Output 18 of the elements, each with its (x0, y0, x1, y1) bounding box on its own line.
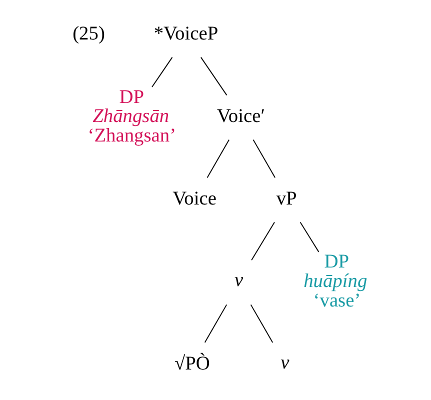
node-text: v (280, 352, 289, 374)
node-text: Voice′ (216, 106, 264, 128)
node-text: DP huāpíng ‘vase’ (303, 252, 367, 312)
connector (206, 139, 230, 178)
node-text: DP Zhāngsān ‘Zhangsan’ (87, 86, 176, 147)
node-text: *VoiceP (153, 24, 218, 45)
node-text: Voice (172, 188, 216, 210)
connector (204, 304, 227, 344)
node-text: √PÒ (174, 354, 210, 375)
node-text: v (234, 270, 243, 291)
connector (200, 56, 227, 96)
connector (250, 222, 274, 261)
connector (299, 222, 319, 252)
label: (25) (72, 24, 104, 45)
connector (151, 56, 172, 88)
node-text: vP (276, 188, 296, 210)
connector (250, 304, 273, 344)
connector (252, 139, 276, 178)
